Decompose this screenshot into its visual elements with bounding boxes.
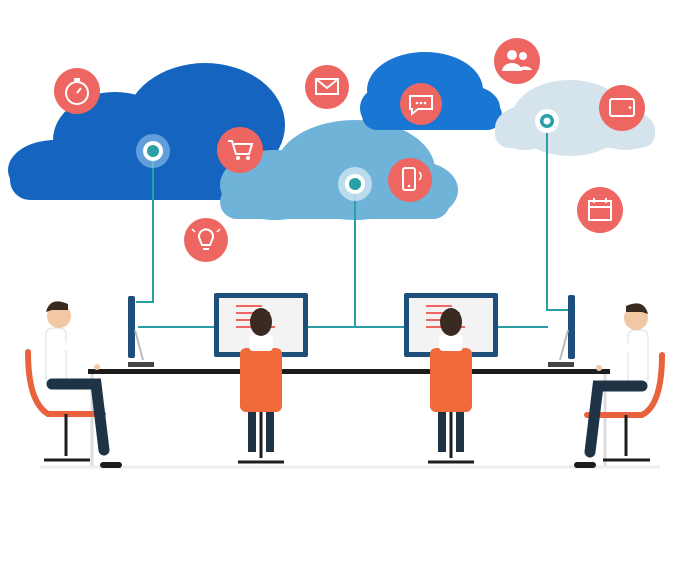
calendar-icon xyxy=(577,187,623,233)
shopping-cart-icon xyxy=(217,127,263,173)
lightbulb-icon xyxy=(184,218,228,262)
monitor-side-left xyxy=(128,296,154,367)
connector-node-left xyxy=(136,134,170,168)
network-connectors xyxy=(136,122,568,328)
connector-node-center xyxy=(338,167,372,201)
mail-icon xyxy=(305,65,349,109)
person-center-left xyxy=(238,308,284,464)
timer-icon xyxy=(54,68,100,114)
person-center-right xyxy=(428,308,474,464)
desk xyxy=(40,369,660,469)
users-icon xyxy=(494,38,540,84)
monitor-side-right xyxy=(548,295,575,367)
person-left-side xyxy=(25,301,122,468)
mobile-phone-icon xyxy=(388,158,432,202)
connector-node-right xyxy=(535,109,559,133)
cloud-pale-right xyxy=(495,80,655,156)
person-right-side xyxy=(574,303,665,468)
tablet-icon xyxy=(599,85,645,131)
chat-bubble-icon xyxy=(400,83,442,125)
